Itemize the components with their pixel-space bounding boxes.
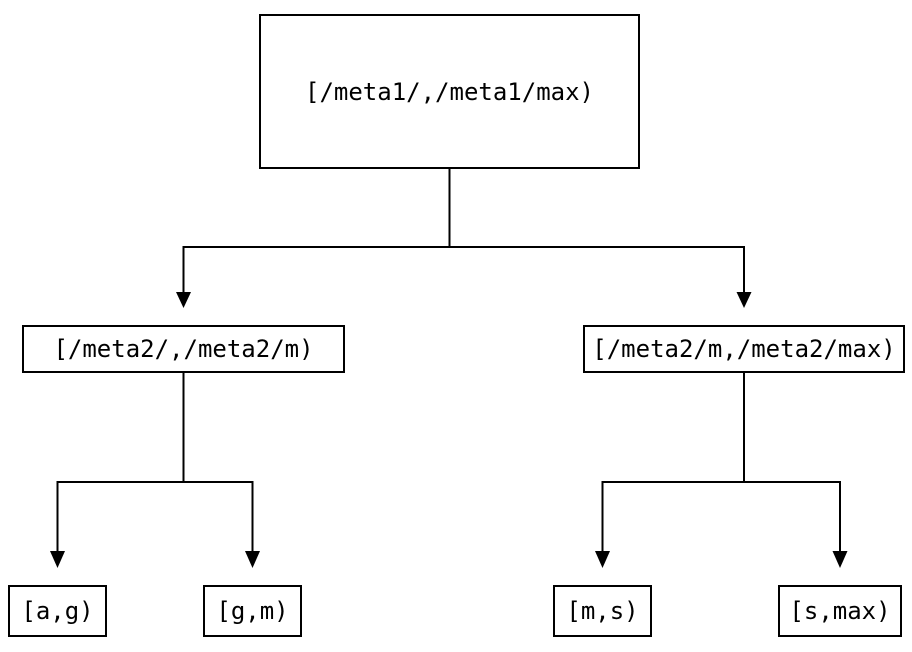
node-split-right-range: [/meta2/m,/meta2/max) [583, 325, 905, 373]
arrow-down-icon [595, 551, 610, 568]
node-leaf-range-2: [g,m) [203, 585, 302, 637]
arrow-down-icon [245, 551, 260, 568]
connector-root-to-splits [182, 246, 745, 293]
arrow-down-icon [50, 551, 65, 568]
connector-left-split-to-leaves [56, 481, 254, 552]
node-leaf-range-4: [s,max) [778, 585, 902, 637]
node-leaf-range-3: [m,s) [553, 585, 652, 637]
arrow-down-icon [832, 551, 848, 568]
node-root-range: [/meta1/,/meta1/max) [259, 14, 640, 169]
node-split-left-range: [/meta2/,/meta2/m) [22, 325, 345, 373]
arrow-down-icon [176, 292, 191, 308]
connector-right-split-to-leaves [601, 481, 841, 552]
arrow-down-icon [736, 292, 752, 308]
node-leaf-range-1: [a,g) [8, 585, 107, 637]
